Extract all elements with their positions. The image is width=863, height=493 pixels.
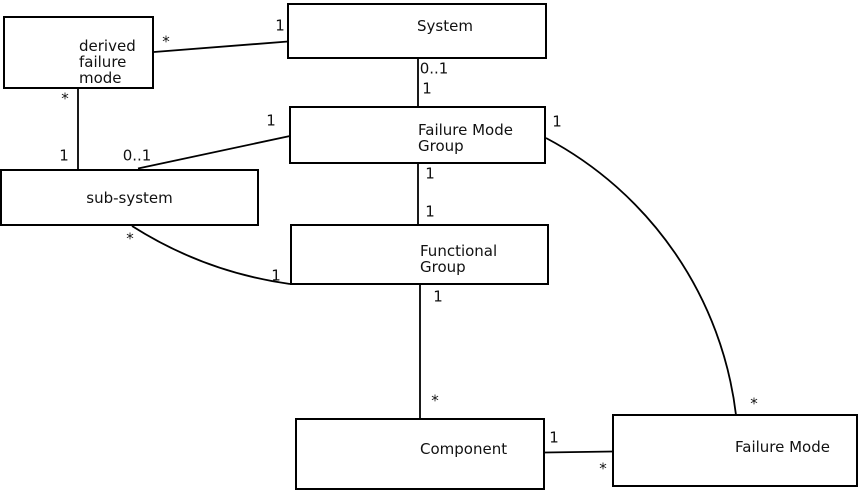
node-functional-group <box>290 224 549 285</box>
multiplicity-fg-fmg-one: 1 <box>425 202 435 221</box>
node-label-line: failure <box>79 53 127 71</box>
node-label-component: Component <box>420 441 507 457</box>
node-label-line: derived <box>79 37 136 55</box>
node-label-failure-mode-group: Failure Mode Group <box>418 122 513 154</box>
node-failure-mode <box>612 414 858 487</box>
node-label-line: Functional <box>420 242 498 260</box>
multiplicity-subsystem-dfm-one: 1 <box>59 146 69 165</box>
edge-line-component-fm <box>544 450 614 454</box>
multiplicity-system-fmg-zeroone: 0..1 <box>419 59 449 78</box>
node-system <box>287 3 547 59</box>
multiplicity-fm-component-star: * <box>599 459 607 478</box>
multiplicity-fmg-system-one: 1 <box>422 79 432 98</box>
node-label-line: Failure Mode <box>735 438 830 456</box>
node-label-line: Failure Mode <box>418 121 513 139</box>
edge-line-subsystem-fg <box>131 225 291 285</box>
node-label-sub-system: sub-system <box>0 190 259 206</box>
node-label-derived-failure-mode: derived failure mode <box>79 38 136 86</box>
node-label-line: Component <box>420 440 508 458</box>
node-label-line: System <box>417 17 473 35</box>
multiplicity-dfm-subsystem-star: * <box>61 89 69 108</box>
multiplicity-fg-subsystem-one: 1 <box>271 266 281 285</box>
edge-line-fmg-fm <box>545 137 737 416</box>
node-derived-failure-mode <box>3 16 154 89</box>
multiplicity-system-dfm-one: 1 <box>275 16 285 35</box>
node-label-line: Group <box>418 137 464 155</box>
multiplicity-component-fm-one: 1 <box>549 428 559 447</box>
multiplicity-fm-fmg-star: * <box>750 394 758 413</box>
multiplicity-fg-component-one: 1 <box>433 287 443 306</box>
multiplicity-dfm-system-star: * <box>162 32 170 51</box>
node-label-functional-group: Functional Group <box>420 243 497 275</box>
node-failure-mode-group <box>289 106 546 164</box>
multiplicity-fmg-subsystem-one: 1 <box>266 111 276 130</box>
node-component <box>295 418 545 490</box>
edge-line-subsystem-fmg <box>137 135 291 170</box>
edge-line-dfm-system <box>153 40 289 53</box>
multiplicity-component-fg-star: * <box>431 391 439 410</box>
node-label-line: sub-system <box>86 189 173 207</box>
multiplicity-fmg-fg-one: 1 <box>425 164 435 183</box>
node-label-failure-mode: Failure Mode <box>735 439 830 455</box>
multiplicity-fmg-fm-one: 1 <box>552 112 562 131</box>
node-sub-system <box>0 169 259 226</box>
multiplicity-subsystem-fg-star: * <box>126 229 134 248</box>
multiplicity-subsystem-fmg-zeroone: 0..1 <box>122 146 152 165</box>
node-label-line: mode <box>79 69 122 87</box>
node-label-line: Group <box>420 258 466 276</box>
node-label-system: System <box>417 18 473 34</box>
